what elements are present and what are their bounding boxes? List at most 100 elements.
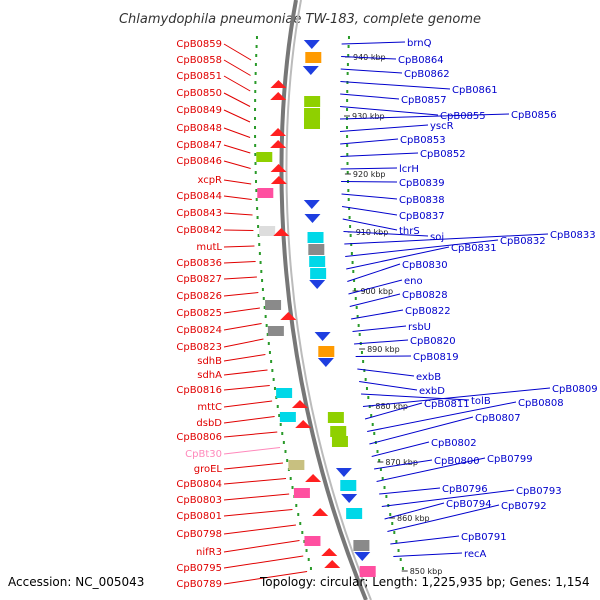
gene-block (309, 256, 326, 267)
right-gene-label: CpB0820 (410, 336, 456, 347)
left-gene-label: CpB0843 (176, 208, 222, 219)
leader-line (341, 41, 406, 45)
leader-line (367, 401, 517, 432)
leader-line (223, 195, 252, 200)
right-gene-label: tolB (471, 396, 491, 407)
leader-line (223, 75, 251, 92)
left-gene-label: CpB0823 (176, 342, 222, 353)
tick-dot (371, 423, 374, 426)
tick-dot (254, 135, 257, 138)
tick-dot (346, 153, 349, 156)
left-gene-label: CpB0848 (176, 123, 222, 134)
left-gene-label: CpB0824 (176, 325, 222, 336)
tick-dot (351, 261, 354, 264)
tick-dot (349, 234, 352, 237)
tick-dot (266, 333, 269, 336)
leader-line (390, 535, 460, 545)
tick-dot (348, 207, 351, 210)
tick-dot (284, 450, 287, 453)
gene-block (353, 540, 370, 551)
gene-arrow (270, 140, 287, 148)
tick-dot (271, 369, 274, 372)
leader-line (369, 416, 474, 445)
tick-dot (353, 288, 356, 291)
gene-block (340, 480, 357, 491)
tick-dot (395, 540, 398, 543)
left-gene-label: CpB0846 (176, 156, 222, 167)
right-gene-label: eno (404, 276, 423, 287)
leader-line (223, 447, 281, 455)
right-gene-label: CpB0833 (550, 230, 596, 241)
leader-line (341, 56, 397, 60)
tick-dot (255, 180, 258, 183)
left-gene-label: CpBt30 (185, 449, 222, 460)
right-gene-label: CpB0791 (461, 532, 507, 543)
tick-dot (265, 324, 268, 327)
leader-line (223, 385, 270, 391)
gene-arrow (270, 128, 287, 136)
leader-line (343, 231, 429, 237)
tick-dot (256, 216, 259, 219)
gene-block (310, 268, 327, 279)
leader-line (223, 416, 275, 424)
left-gene-label: nifR3 (196, 547, 222, 558)
kbp-label: 920 kbp (353, 170, 386, 179)
right-gene-label: CpB0828 (402, 290, 448, 301)
leader-line (359, 381, 418, 391)
tick-dot (289, 477, 292, 480)
tick-dot (281, 432, 284, 435)
leader-line (379, 487, 441, 495)
gene-arrow (270, 164, 287, 172)
leader-line (223, 212, 253, 216)
kbp-label: 870 kbp (385, 458, 418, 467)
kbp-label: 910 kbp (356, 228, 389, 237)
leader-line (340, 81, 451, 90)
tick-dot (389, 513, 392, 516)
tick-dot (393, 531, 396, 534)
leader-line (340, 167, 398, 170)
tick-dot (353, 279, 356, 282)
leader-line (223, 478, 287, 485)
gene-block (288, 460, 305, 470)
tick-dot (255, 54, 258, 57)
gene-block (256, 152, 273, 162)
tick-dot (255, 198, 258, 201)
tick-dot (254, 162, 257, 165)
gene-block (304, 108, 321, 119)
right-gene-label: CpB0799 (487, 454, 533, 465)
tick-dot (381, 477, 384, 480)
leader-line (387, 504, 500, 532)
tick-dot (346, 81, 349, 84)
left-leader-lines (223, 43, 308, 585)
tick-dot (301, 531, 304, 534)
tick-dot (355, 306, 358, 309)
tick-dot (347, 198, 350, 201)
left-gene-label: sdhA (197, 370, 222, 381)
tick-dot (257, 225, 260, 228)
gene-arrow (305, 474, 322, 482)
leader-line (349, 293, 401, 307)
leader-line (357, 368, 415, 377)
leader-line (354, 339, 409, 345)
tick-dot (295, 504, 298, 507)
leader-line (223, 292, 259, 297)
leader-line (347, 263, 401, 282)
right-gene-label: CpB0819 (413, 352, 459, 363)
leader-line (341, 193, 398, 200)
gene-arrow (270, 176, 287, 184)
leader-line (342, 218, 398, 231)
right-leader-lines (339, 41, 551, 557)
gene-block (293, 488, 310, 498)
right-gene-label: CpB0807 (475, 413, 521, 424)
leader-line (348, 279, 403, 295)
tick-dot (297, 513, 300, 516)
gene-arrow (321, 548, 338, 556)
left-gene-label: CpB0827 (176, 274, 222, 285)
right-gene-label: CpB0864 (398, 55, 444, 66)
right-gene-label: brnQ (407, 38, 432, 49)
tick-dot (258, 252, 261, 255)
gene-arrow (280, 312, 297, 320)
leader-line (340, 124, 429, 132)
gene-arrow (312, 508, 329, 516)
